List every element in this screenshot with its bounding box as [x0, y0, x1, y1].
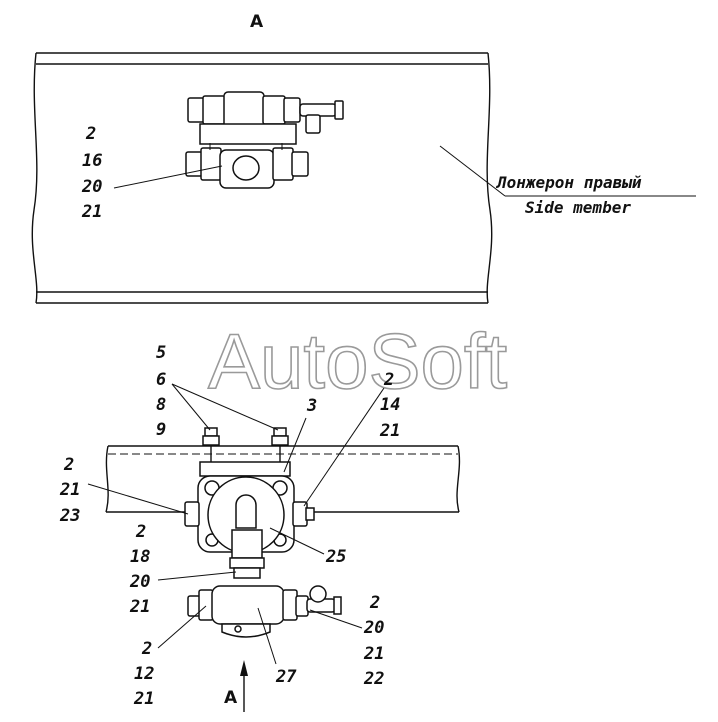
callout-2-12-21: 2 12 21: [133, 605, 207, 709]
callout-2-20-21-22: 2 20 21 22: [309, 593, 384, 689]
callout-25-n: 25: [325, 547, 346, 567]
callout-2-12-21-n3: 21: [133, 689, 154, 709]
watermark: AutoSoft: [208, 317, 508, 405]
callout-2-14-21: 2 14 21: [303, 370, 400, 507]
callout-3-n: 3: [306, 396, 317, 416]
callout-2-18-20-21-n4: 21: [129, 597, 150, 617]
callout-top-left-n2: 16: [82, 151, 102, 171]
callout-2-20-21-22-n4: 22: [363, 669, 384, 689]
callout-3: 3: [283, 396, 317, 473]
callout-5-6-8-9-n2: 6: [156, 370, 166, 390]
callout-2-21-23-n1: 2: [63, 455, 74, 475]
callout-2-20-21-22-n1: 2: [369, 593, 380, 613]
side-member-label-en: Side member: [525, 198, 631, 217]
valve-assembly-top-view: [185, 91, 344, 189]
callout-5-6-8-9-n1: 5: [156, 343, 166, 363]
callout-5-6-8-9-n3: 8: [156, 395, 166, 415]
view-arrow: A: [224, 660, 248, 712]
callout-2-20-21-22-n2: 20: [363, 618, 384, 638]
callout-2-18-20-21: 2 18 20 21: [129, 522, 237, 617]
callout-2-20-21-22-n3: 21: [363, 644, 384, 664]
callout-2-14-21-n3: 21: [379, 421, 400, 441]
callout-2-14-21-n1: 2: [383, 370, 394, 390]
callout-27-n: 27: [275, 667, 297, 687]
side-member-label-ru: Лонжерон правый: [495, 173, 642, 192]
callout-2-12-21-n1: 2: [141, 639, 152, 659]
callout-2-12-21-n2: 12: [134, 664, 154, 684]
callout-2-21-23: 2 21 23: [59, 455, 189, 526]
side-member-label: Лонжерон правый Side member: [439, 145, 696, 217]
view-label-arrow: A: [224, 688, 238, 708]
callout-top-left-n4: 21: [81, 202, 102, 222]
callout-2-21-23-n2: 21: [59, 480, 80, 500]
side-member-top-view: [31, 52, 493, 304]
callout-5-6-8-9-n4: 9: [156, 420, 166, 440]
callout-2-18-20-21-n1: 2: [135, 522, 146, 542]
callout-2-18-20-21-n3: 20: [129, 572, 150, 592]
callout-top-left: 2 16 20 21: [81, 124, 223, 222]
callout-27: 27: [257, 607, 297, 687]
callout-5-6-8-9: 5 6 8 9: [156, 343, 279, 440]
callout-2-18-20-21-n2: 18: [130, 547, 150, 567]
callout-2-21-23-n3: 23: [59, 506, 80, 526]
side-member-side-view: [105, 445, 461, 513]
valve-assembly-side-view: [184, 427, 342, 638]
callout-top-left-n3: 20: [81, 177, 102, 197]
callout-25: 25: [269, 527, 346, 567]
view-label-top: A: [250, 12, 264, 32]
callout-top-left-n1: 2: [85, 124, 96, 144]
callout-2-14-21-n2: 14: [380, 395, 400, 415]
